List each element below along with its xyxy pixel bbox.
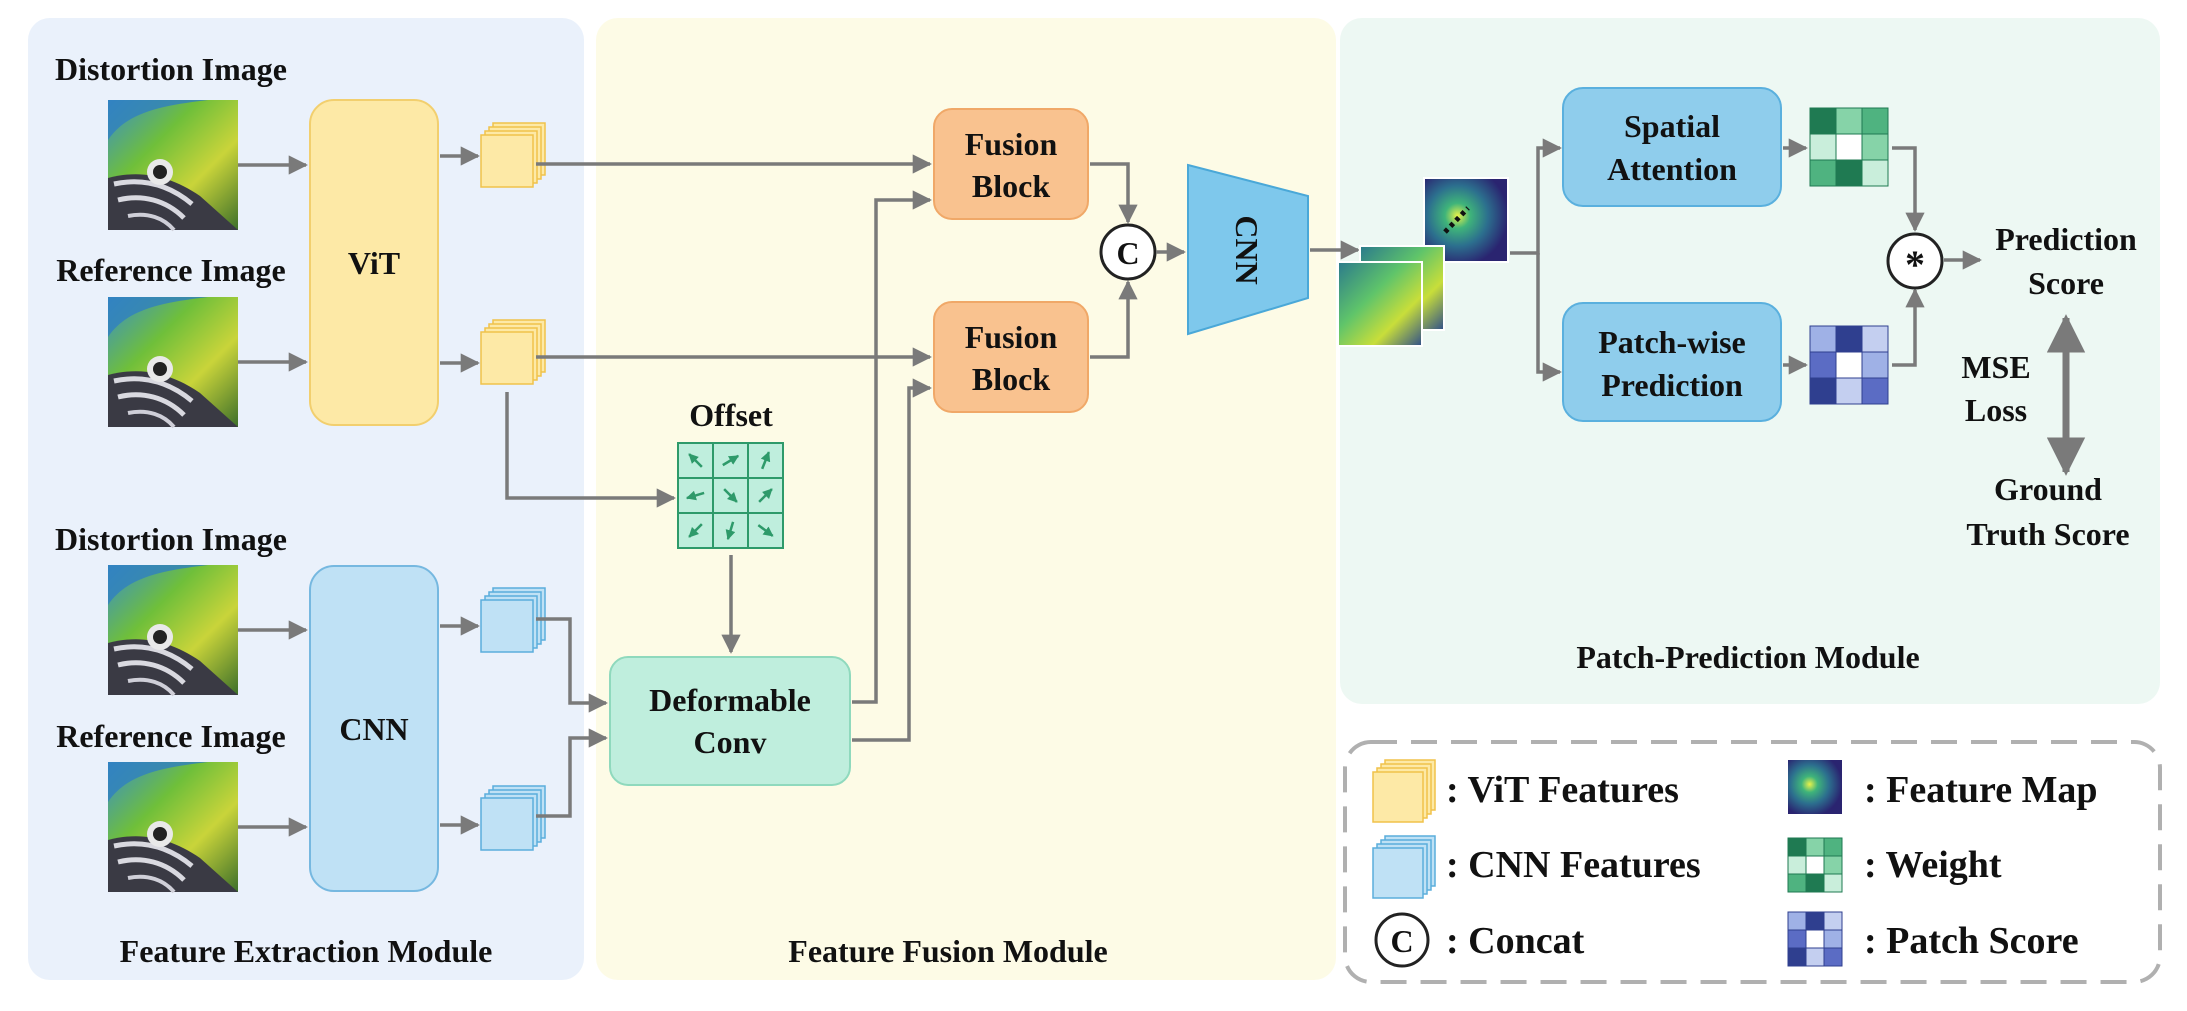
legend-vit-icon bbox=[1372, 759, 1436, 823]
arrow-fusion2-concat bbox=[1090, 280, 1138, 359]
arrow-cnnstack2-deform bbox=[536, 728, 608, 818]
cnn-reference-label: Reference Image bbox=[56, 718, 286, 754]
patch-prediction-title: Patch-Prediction Module bbox=[1576, 639, 1919, 675]
legend-concat-icon bbox=[1374, 912, 1430, 968]
cnn-feature-stack-2 bbox=[480, 785, 546, 851]
fusion-block-1-line1: Fusion bbox=[965, 126, 1058, 162]
ground-truth-line1: Ground bbox=[1994, 471, 2102, 507]
arrow-fusion1-concat bbox=[1090, 162, 1138, 224]
arrow-patch-multiply bbox=[1892, 288, 1925, 367]
feature-fusion-title: Feature Fusion Module bbox=[788, 933, 1107, 969]
weight-grid bbox=[1809, 107, 1889, 187]
legend-weight-icon bbox=[1787, 837, 1843, 893]
deformable-conv-block bbox=[609, 656, 851, 786]
vit-feature-stack-2 bbox=[480, 319, 546, 385]
patch-wise-line2: Prediction bbox=[1601, 367, 1743, 403]
offset-grid bbox=[677, 442, 784, 549]
legend-patch-label: : Patch Score bbox=[1864, 920, 2079, 962]
legend-featuremap-label: : Feature Map bbox=[1864, 769, 2098, 811]
prediction-score-line2: Score bbox=[2028, 265, 2104, 301]
fusion-block-1 bbox=[933, 108, 1089, 220]
mse-loss-line2: Loss bbox=[1965, 392, 2027, 428]
ground-truth-line2: Truth Score bbox=[1966, 516, 2129, 552]
spatial-attention-line1: Spatial bbox=[1624, 108, 1720, 144]
concat-symbol bbox=[1099, 223, 1157, 281]
mse-loss-line1: MSE bbox=[1961, 349, 2030, 385]
arrow-cnnstack1-deform bbox=[536, 617, 608, 713]
vit-reference-label: Reference Image bbox=[56, 252, 286, 288]
legend-cnn-label: : CNN Features bbox=[1446, 844, 1701, 886]
patch-wise-line1: Patch-wise bbox=[1598, 324, 1746, 360]
legend-vit-label: : ViT Features bbox=[1446, 769, 1679, 811]
parrot-image-2 bbox=[108, 297, 238, 429]
arrow-deform-fusion1 bbox=[852, 190, 932, 704]
fusion-block-1-line2: Block bbox=[972, 168, 1050, 204]
cnn-block bbox=[309, 565, 439, 892]
feature-extraction-title: Feature Extraction Module bbox=[120, 933, 493, 969]
parrot-image-3 bbox=[108, 565, 238, 697]
concat-symbol-letter: C bbox=[1116, 235, 1139, 271]
prediction-score-line1: Prediction bbox=[1995, 221, 2137, 257]
parrot-image-1 bbox=[108, 100, 238, 232]
vit-distortion-label: Distortion Image bbox=[55, 51, 287, 87]
arrow-fmap-spatial bbox=[1510, 138, 1562, 255]
offset-label: Offset bbox=[689, 397, 773, 433]
legend-concat-letter: C bbox=[1390, 923, 1413, 959]
fusion-block-2 bbox=[933, 301, 1089, 413]
legend-weight-label: : Weight bbox=[1864, 844, 2002, 886]
vit-block bbox=[309, 99, 439, 426]
legend-patch-icon bbox=[1787, 911, 1843, 967]
vit-block-label: ViT bbox=[348, 245, 400, 281]
cnn-trapezoid-label: CNN bbox=[1229, 215, 1265, 284]
feature-maps bbox=[1337, 177, 1509, 347]
cnn-trapezoid bbox=[1187, 163, 1309, 336]
legend-featuremap-icon bbox=[1788, 760, 1842, 814]
spatial-attention-line2: Attention bbox=[1607, 151, 1737, 187]
legend-concat-label: : Concat bbox=[1446, 920, 1585, 962]
vit-feature-stack-1 bbox=[480, 122, 546, 188]
arrow-fmap-patchwise bbox=[1536, 253, 1562, 382]
patch-wise-block bbox=[1562, 302, 1782, 422]
multiply-symbol-glyph: * bbox=[1905, 242, 1925, 287]
cnn-feature-stack-1 bbox=[480, 587, 546, 653]
fusion-block-2-line2: Block bbox=[972, 361, 1050, 397]
fusion-block-2-line1: Fusion bbox=[965, 319, 1058, 355]
cnn-distortion-label: Distortion Image bbox=[55, 521, 287, 557]
parrot-image-4 bbox=[108, 762, 238, 894]
legend-box bbox=[1343, 740, 2162, 984]
deformable-conv-line2: Conv bbox=[694, 724, 767, 760]
deformable-conv-line1: Deformable bbox=[649, 682, 811, 718]
arrow-stack2-offset bbox=[505, 392, 676, 508]
arrow-deform-fusion2 bbox=[852, 378, 932, 742]
spatial-attention-block bbox=[1562, 87, 1782, 207]
multiply-symbol bbox=[1886, 232, 1944, 290]
feature-extraction-module-bg bbox=[28, 18, 584, 980]
patch-score-grid bbox=[1809, 325, 1889, 405]
legend-cnn-icon bbox=[1372, 835, 1436, 899]
cnn-block-label: CNN bbox=[339, 711, 408, 747]
arrow-weight-multiply bbox=[1892, 146, 1925, 232]
